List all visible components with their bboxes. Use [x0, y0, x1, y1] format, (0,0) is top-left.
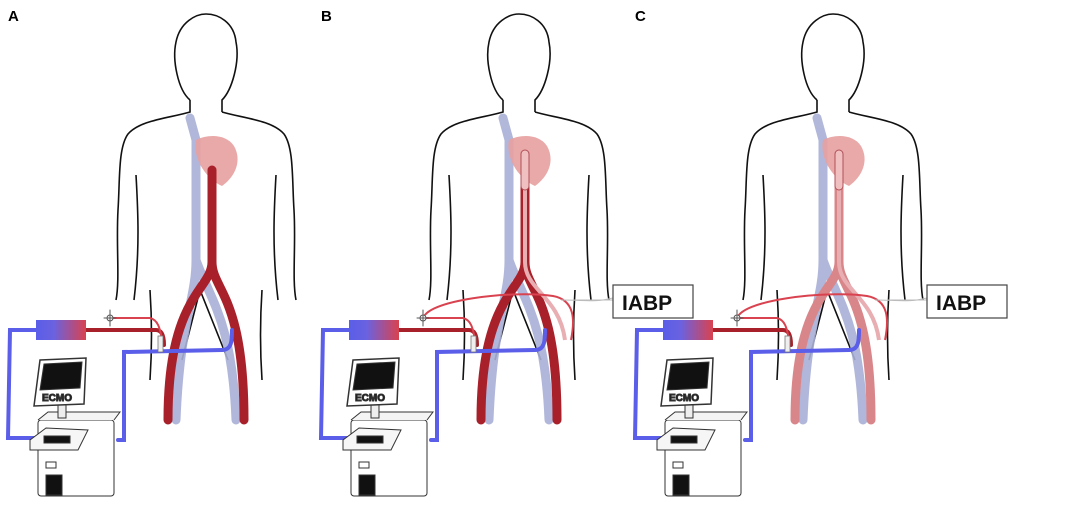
panel-b: B IABP	[318, 8, 694, 497]
body-outline	[428, 13, 610, 381]
ecmo-machine: ECMO	[656, 357, 748, 497]
ecmo-label: ECMO	[669, 393, 699, 404]
arterial-return-line	[84, 328, 166, 347]
panel-label: A	[8, 8, 19, 25]
leg-fade	[453, 380, 593, 440]
heart	[195, 136, 238, 186]
ecmo-circuit	[632, 309, 861, 442]
venous-cannula-line	[429, 328, 547, 442]
iabp-label: IABP	[936, 292, 986, 315]
arterial-return-line	[711, 328, 793, 347]
panel-label: C	[635, 8, 646, 25]
cannula-connector	[784, 335, 791, 353]
ecmo-machine: ECMO	[29, 357, 121, 497]
iabp-box: IABP	[887, 284, 1008, 319]
panel-a: A ECMO	[5, 8, 297, 497]
venous-cannula-line	[116, 328, 234, 442]
body-outline	[742, 13, 924, 381]
cannula-connector	[157, 335, 164, 353]
stopcock-icon	[730, 309, 744, 327]
venous-drainage-line	[632, 328, 667, 440]
ecmo-label: ECMO	[42, 393, 72, 404]
ecmo-label: ECMO	[355, 393, 385, 404]
iabp-box: IABP	[573, 284, 694, 319]
stopcock-icon	[103, 309, 117, 327]
cannula-connector	[470, 335, 477, 353]
ecmo-machine: ECMO	[342, 357, 434, 497]
oxygenator	[663, 320, 713, 340]
ecmo-circuit	[5, 309, 234, 442]
venous-drainage-line	[5, 328, 40, 440]
panel-c: C IABP	[632, 8, 1008, 497]
oxygenator	[36, 320, 86, 340]
oxygenator	[349, 320, 399, 340]
iabp-catheter	[422, 149, 614, 341]
venous-drainage-line	[318, 328, 353, 440]
arterial-return-line	[397, 328, 479, 347]
iabp-catheter	[736, 149, 928, 341]
panel-label: B	[321, 8, 332, 25]
ecmo-circuit	[318, 309, 547, 442]
stopcock-icon	[416, 309, 430, 327]
venous-cannula-line	[743, 328, 861, 442]
body-outline	[115, 13, 297, 381]
leg-fade	[140, 380, 280, 440]
iabp-label: IABP	[622, 292, 672, 315]
leg-fade	[767, 380, 907, 440]
